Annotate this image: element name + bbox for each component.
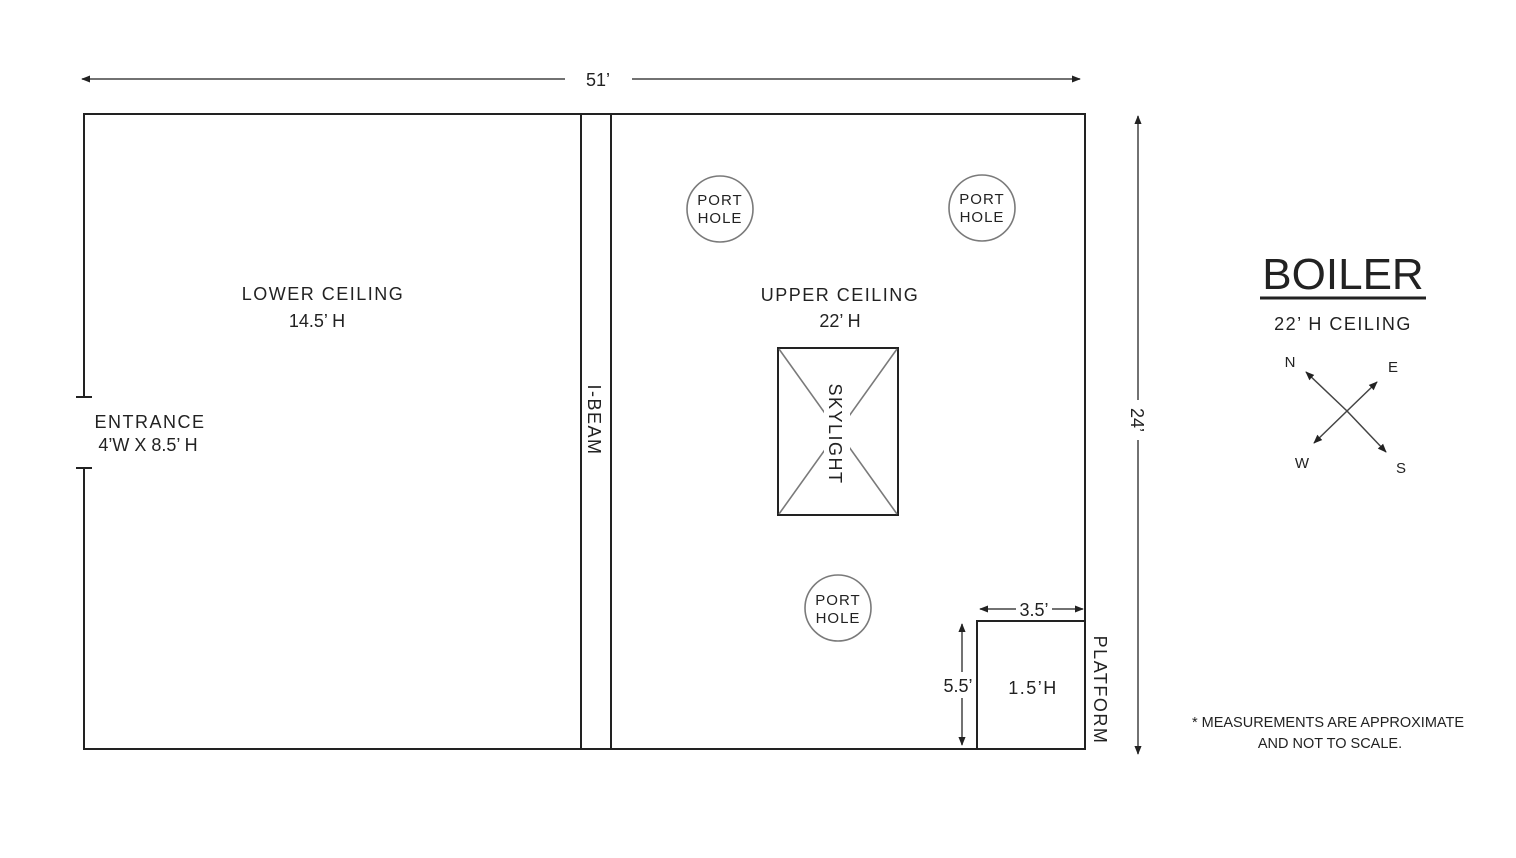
compass-arrow-west — [1313, 410, 1348, 444]
compass-s: S — [1396, 460, 1406, 477]
platform-depth-label: 5.5’ — [943, 676, 972, 696]
lower-ceiling-label: LOWER CEILING — [242, 284, 405, 304]
compass-arrow-south — [1346, 410, 1387, 453]
lower-ceiling-height: 14.5’ H — [289, 311, 345, 331]
entrance: ENTRANCE 4’W X 8.5’ H — [94, 412, 205, 455]
porthole-circle — [804, 574, 872, 642]
porthole-line2: HOLE — [960, 209, 1005, 226]
skylight-label: SKYLIGHT — [825, 383, 845, 484]
outer-wall — [83, 113, 1086, 750]
compass: N E W S — [1285, 354, 1406, 477]
compass-arrow-east — [1346, 381, 1378, 412]
footnote: * MEASUREMENTS ARE APPROXIMATE AND NOT T… — [1192, 715, 1464, 752]
porthole-circle — [686, 175, 754, 243]
platform: 1.5’H PLATFORM 3.5’ 5.5’ — [943, 600, 1110, 750]
porthole-line1: PORT — [697, 192, 742, 209]
ibeam-shape — [580, 113, 612, 750]
compass-w: W — [1295, 455, 1310, 472]
porthole-circle — [948, 174, 1016, 242]
upper-ceiling-height: 22’ H — [819, 311, 860, 331]
skylight-frame — [777, 347, 899, 516]
compass-n: N — [1285, 354, 1296, 371]
porthole-line1: PORT — [815, 592, 860, 609]
width-label: 51’ — [586, 70, 610, 90]
porthole-line2: HOLE — [698, 210, 743, 227]
depth-dimension: 24’ — [1127, 115, 1147, 755]
entrance-size: 4’W X 8.5’ H — [98, 435, 197, 455]
compass-arrow-north — [1305, 371, 1348, 412]
width-dimension: 51’ — [81, 70, 1081, 90]
footnote-line1: * MEASUREMENTS ARE APPROXIMATE — [1192, 715, 1464, 731]
compass-e: E — [1388, 359, 1398, 376]
platform-label: PLATFORM — [1090, 636, 1110, 745]
porthole: PORT HOLE — [804, 574, 872, 642]
porthole-line2: HOLE — [816, 610, 861, 627]
upper-ceiling-label: UPPER CEILING — [761, 285, 920, 305]
platform-shape — [976, 620, 1086, 750]
porthole: PORT HOLE — [948, 174, 1016, 242]
skylight: SKYLIGHT — [777, 347, 899, 516]
outer-walls — [76, 113, 1086, 750]
platform-width-label: 3.5’ — [1019, 600, 1048, 620]
ibeam: I-BEAM — [580, 113, 612, 750]
ibeam-label: I-BEAM — [584, 384, 604, 455]
skylight-label-bg — [824, 382, 850, 486]
entrance-label: ENTRANCE — [94, 412, 205, 432]
upper-ceiling-area: UPPER CEILING 22’ H — [761, 285, 920, 331]
footnote-line2: AND NOT TO SCALE. — [1258, 736, 1402, 752]
porthole: PORT HOLE — [686, 175, 754, 243]
platform-height: 1.5’H — [1008, 678, 1058, 698]
depth-label: 24’ — [1127, 408, 1147, 432]
room-subtitle: 22’ H CEILING — [1274, 314, 1412, 334]
room-title: BOILER — [1262, 250, 1423, 299]
info-panel: BOILER 22’ H CEILING — [1260, 250, 1426, 334]
porthole-line1: PORT — [959, 191, 1004, 208]
lower-ceiling-area: LOWER CEILING 14.5’ H — [242, 284, 405, 331]
